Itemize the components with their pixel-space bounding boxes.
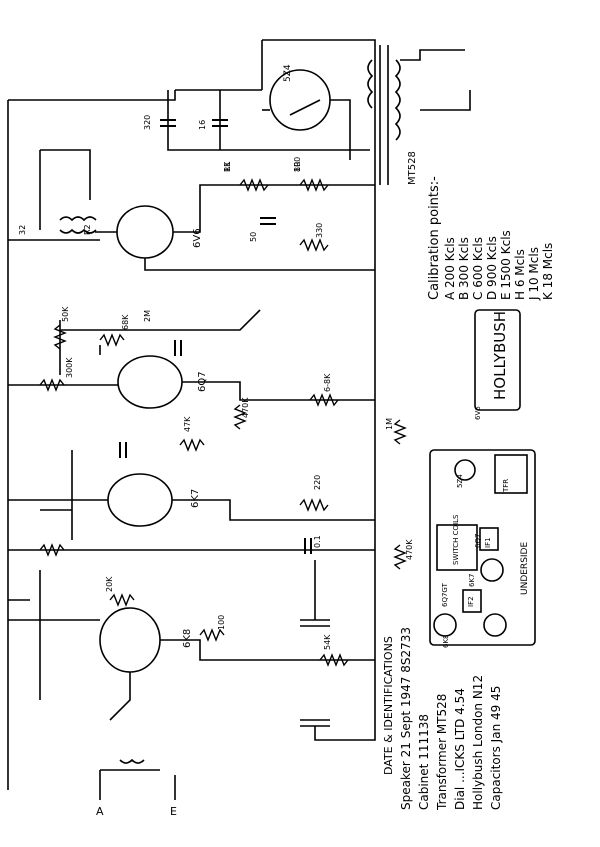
calibration-point: K 18 Mcls bbox=[541, 243, 555, 300]
detector-valve-label: 6Q7 bbox=[197, 371, 208, 392]
underside-item-label: 6K8 bbox=[442, 635, 450, 649]
if-valve-label: 6K7 bbox=[190, 489, 201, 508]
underside-item-label: 6Q7GT bbox=[441, 582, 449, 607]
component-value-label: R1 bbox=[223, 161, 232, 172]
calibration-point: J 10 Mcls bbox=[527, 247, 541, 301]
component-value-label: 320 bbox=[143, 115, 152, 130]
component-value-label: 470K bbox=[241, 397, 250, 418]
calibration-point: D 900 Kcls bbox=[485, 236, 499, 300]
mixer-valve-label: 6K8 bbox=[182, 629, 193, 648]
component-value-label: 100 bbox=[217, 615, 226, 630]
component-value-label: 20K bbox=[105, 576, 114, 592]
notes-line: Hollybush London N12 bbox=[471, 675, 485, 810]
component-value-label: 47K bbox=[183, 416, 192, 432]
terminal-a: A bbox=[96, 805, 104, 818]
component-value-label: 470K bbox=[405, 539, 414, 560]
notes-line: Transformer MT528 bbox=[435, 694, 449, 811]
component-value-label: 6-8K bbox=[323, 373, 332, 392]
component-value-label: 1M bbox=[385, 418, 394, 430]
notes-line: Capacitors Jan 49 45 bbox=[489, 686, 503, 810]
component-value-label: 50 bbox=[249, 232, 258, 242]
identification-notes: DATE & IDENTIFICATIONS Speaker 21 Sept 1… bbox=[382, 627, 503, 811]
underside-item-label: 6V6 bbox=[474, 406, 482, 420]
calibration-point: E 1500 Kcls bbox=[499, 230, 513, 300]
title-box bbox=[474, 309, 521, 411]
component-labels: 1K 100 50 330 50K 68K 2M 6-8K 300K 470K 47K 1M 220 0.… bbox=[18, 115, 414, 650]
component-value-label: 8R bbox=[293, 161, 302, 172]
capacitors bbox=[119, 119, 312, 554]
calibration-point: C 600 Kcls bbox=[471, 237, 485, 300]
component-value-label: 32 bbox=[18, 225, 27, 235]
component-value-label: 330 bbox=[315, 223, 324, 238]
underside-item-label: TFR bbox=[502, 479, 510, 493]
component-value-label: 100 bbox=[293, 157, 302, 172]
rectifier-valve-label: 5Z4 bbox=[283, 64, 293, 82]
calibration-heading: Calibration points:- bbox=[427, 176, 442, 300]
component-value-label: 54K bbox=[323, 634, 332, 650]
component-value-label: 1K bbox=[223, 161, 232, 172]
underside-box bbox=[429, 449, 536, 646]
component-value-label: 0.1 bbox=[313, 535, 322, 548]
underside-item-label: 6Q7 bbox=[474, 534, 482, 548]
notes-line: Dial ...ICKS LTD 4.54 bbox=[453, 688, 467, 810]
component-value-label: 2M bbox=[143, 310, 152, 322]
component-value-label: R2 bbox=[83, 224, 92, 235]
calibration-point: B 300 Kcls bbox=[457, 237, 471, 300]
notes-line: Speaker 21 Sept 1947 8S2733 bbox=[399, 627, 413, 810]
component-value-label: 300K bbox=[65, 357, 74, 378]
underside-label: UNDERSIDE bbox=[520, 542, 530, 595]
calibration-point: A 200 Kcls bbox=[443, 237, 457, 300]
component-value-label: 68K bbox=[121, 314, 130, 330]
underside-item-label: IF2 bbox=[467, 596, 475, 607]
underside-item-label: SWITCH COILS bbox=[452, 514, 460, 565]
component-value-label: 50K bbox=[61, 306, 70, 322]
title: HOLLYBUSH bbox=[491, 311, 509, 400]
notes-heading: DATE & IDENTIFICATIONS bbox=[382, 636, 395, 775]
wiring bbox=[7, 39, 471, 800]
terminal-e: E bbox=[170, 805, 177, 818]
underside-item-label: 6K7 bbox=[468, 574, 476, 588]
notes-line: Cabinet 111138 bbox=[417, 714, 431, 810]
resistors bbox=[39, 178, 407, 667]
underside-item-label: IF1 bbox=[484, 537, 492, 548]
component-value-label: 220 bbox=[313, 475, 322, 490]
calibration-point: H 6 Mcls bbox=[513, 249, 527, 300]
component-value-label: 16 bbox=[198, 120, 207, 130]
output-valve-label: 6V6 bbox=[192, 228, 203, 248]
transformer-label: MT528 bbox=[407, 151, 418, 185]
underside-item-label: 5Z4 bbox=[456, 474, 464, 488]
